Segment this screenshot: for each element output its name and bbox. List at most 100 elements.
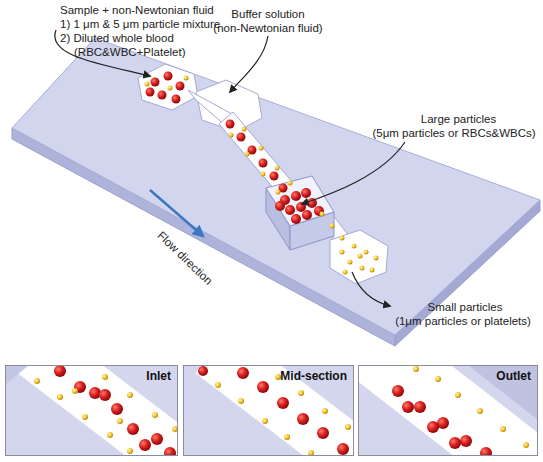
large-particle xyxy=(314,206,324,216)
mid-section-view xyxy=(213,365,354,456)
view-panel: Outlet xyxy=(358,365,538,456)
large-particle xyxy=(301,188,311,198)
mid-section-view xyxy=(183,365,354,456)
buffer-label: (non-Newtonian fluid) xyxy=(203,21,333,35)
outlet-view xyxy=(427,421,439,433)
small-particle xyxy=(168,86,173,91)
small-particle xyxy=(229,133,234,138)
mid-section-view xyxy=(337,443,349,455)
inlet-view xyxy=(151,433,163,445)
large-particle xyxy=(146,72,325,225)
leader-arrow xyxy=(55,30,405,306)
outlet-view xyxy=(480,447,492,456)
small-particle xyxy=(320,212,325,217)
leader-arrow xyxy=(302,142,405,204)
outlet-view xyxy=(368,365,538,456)
inlet-view xyxy=(102,374,108,380)
small-particle xyxy=(348,260,353,265)
small-particle xyxy=(275,166,280,171)
small-particle xyxy=(340,250,345,255)
outlet-view xyxy=(477,408,483,414)
large-particle xyxy=(226,120,235,129)
inlet-view xyxy=(72,388,78,394)
outlet-view xyxy=(402,401,414,413)
large-particle xyxy=(285,205,295,215)
outlet-view xyxy=(414,401,426,413)
outlet-view xyxy=(455,392,461,398)
mid-section-view xyxy=(257,381,269,393)
inlet-view xyxy=(34,374,178,454)
small-particle xyxy=(276,190,281,195)
inlet-view xyxy=(99,389,111,401)
panel-title: Inlet xyxy=(146,369,171,383)
large-particle xyxy=(176,82,185,91)
small-particle xyxy=(288,181,293,186)
outlet-view xyxy=(523,442,529,448)
small-particle xyxy=(261,172,266,177)
small-particle xyxy=(343,270,348,275)
inlet-view xyxy=(89,387,101,399)
small-particle xyxy=(370,268,375,273)
inlet-view xyxy=(117,418,123,424)
chip-slab xyxy=(12,38,540,335)
microchannel xyxy=(219,112,299,202)
outlet-view xyxy=(413,366,419,372)
outlet-view xyxy=(435,376,441,382)
small-particle xyxy=(374,256,379,261)
mid-section-view xyxy=(317,427,329,439)
large-particle xyxy=(291,214,301,224)
microchannel xyxy=(330,230,388,284)
outlet-view xyxy=(392,385,492,456)
buffer-label: Buffer solution xyxy=(208,7,328,21)
inlet-view xyxy=(107,432,113,438)
inlet-view xyxy=(5,365,178,456)
leader-arrow xyxy=(230,36,268,92)
large-particle xyxy=(302,210,312,220)
outlet-well xyxy=(266,176,334,226)
small-particle xyxy=(340,236,345,241)
small-particle xyxy=(184,76,189,81)
chip-slab xyxy=(12,38,540,346)
view-panel: Mid-section xyxy=(183,365,354,456)
mid-section-view xyxy=(322,408,328,414)
large-particle xyxy=(151,78,160,87)
view-panel: Inlet xyxy=(5,365,178,456)
small-particle xyxy=(364,250,369,255)
inlet-view xyxy=(82,414,88,420)
sample-label: 2) Diluted whole blood (RBC&WBC+Platelet… xyxy=(60,31,224,59)
mid-section-view xyxy=(297,413,309,425)
outlet-view xyxy=(460,435,472,447)
output-label: Small particles xyxy=(390,300,540,314)
small-particle xyxy=(245,152,250,157)
small-particle xyxy=(360,266,365,271)
mid-section-view xyxy=(262,418,268,424)
inlet-view xyxy=(5,365,29,385)
inlet-view xyxy=(127,448,133,454)
inlet-view xyxy=(139,439,151,451)
large-particle xyxy=(259,159,268,168)
inlet-view xyxy=(57,394,63,400)
mid-section-view xyxy=(198,366,208,376)
inlet-view xyxy=(35,365,178,456)
inlet-view xyxy=(34,378,40,384)
inlet-view xyxy=(164,447,176,456)
large-particle xyxy=(270,172,279,181)
mid-section-view xyxy=(298,390,304,396)
outlet-well xyxy=(266,176,334,250)
inlet-view xyxy=(111,403,123,415)
panel-title: Outlet xyxy=(496,369,531,383)
inlet-view xyxy=(152,412,158,418)
small-particle xyxy=(330,224,335,229)
small-particle xyxy=(358,254,363,259)
mid-section-view xyxy=(215,382,221,388)
large-particle xyxy=(164,72,173,81)
inlet-view xyxy=(54,365,176,456)
outlet-view xyxy=(358,365,538,456)
leader-arrow xyxy=(352,272,390,306)
small-particle xyxy=(259,146,264,151)
mid-section-view xyxy=(198,366,349,455)
output-label: Large particles xyxy=(376,112,541,126)
